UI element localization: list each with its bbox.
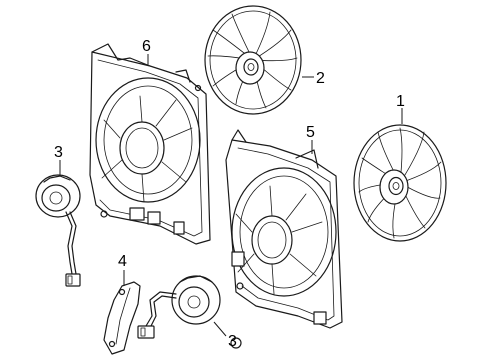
- fan-blade-right: [353, 124, 447, 242]
- fan-blade-upper: [204, 5, 302, 115]
- fan-shroud-lower: [225, 129, 343, 329]
- fan-motor-left: [35, 174, 81, 287]
- callout-4: 4: [118, 253, 127, 270]
- callout-leaders: [59, 54, 403, 337]
- callout-3-left: 3: [54, 144, 63, 161]
- fan-motor-lower: [137, 275, 221, 339]
- callout-2: 2: [316, 70, 325, 87]
- bracket: [103, 281, 242, 355]
- callout-3-bottom: 3: [228, 333, 237, 350]
- fan-shroud-upper: [89, 43, 211, 245]
- callout-6: 6: [142, 38, 151, 55]
- callout-5: 5: [306, 124, 315, 141]
- callout-1: 1: [396, 93, 405, 110]
